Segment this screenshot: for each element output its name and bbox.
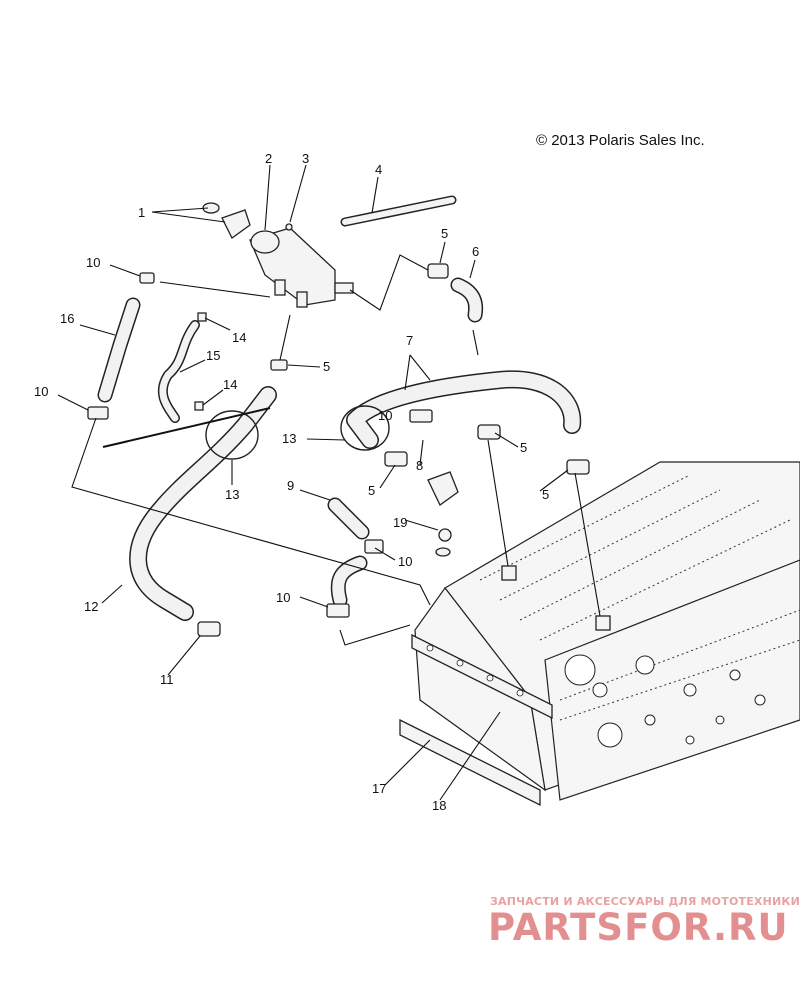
callout-13a: 13 [282, 431, 296, 446]
part-1-cap [202, 202, 251, 239]
callout-5c: 5 [520, 440, 527, 455]
hose-7 [346, 370, 582, 449]
tunnel-assembly [399, 461, 800, 807]
leader-lines [57, 164, 601, 801]
callout-6: 6 [472, 244, 479, 259]
tunnel-neck-left [501, 565, 517, 581]
part-19-thermostat [435, 528, 452, 557]
callout-2: 2 [265, 151, 272, 166]
callout-17: 17 [372, 781, 386, 796]
callout-10d: 10 [276, 590, 290, 605]
callout-18: 18 [432, 798, 446, 813]
watermark-brand: PARTSFOR.RU [488, 906, 789, 949]
callout-labels: 1 2 3 4 5 5 5 5 5 6 7 8 9 10 10 10 10 10… [34, 151, 549, 813]
callout-19: 19 [393, 515, 407, 530]
callout-13b: 13 [225, 487, 239, 502]
hose-15 [157, 320, 200, 423]
part-14-plug-upper [197, 312, 207, 322]
callout-12: 12 [84, 599, 98, 614]
callout-10b: 10 [34, 384, 48, 399]
callout-4: 4 [375, 162, 382, 177]
part-2-reservoir [249, 227, 354, 308]
callout-14b: 14 [223, 377, 237, 392]
tunnel-neck-right [595, 615, 611, 631]
part-8-housing [427, 471, 459, 506]
callout-11: 11 [160, 672, 174, 687]
tunnel-holes [564, 654, 766, 748]
callout-1: 1 [138, 205, 145, 220]
callout-14a: 14 [232, 330, 246, 345]
hose-16 [97, 297, 141, 403]
part-14-plug [194, 401, 204, 411]
hose-12 [129, 386, 277, 621]
hose-6 [450, 277, 484, 323]
watermark-subtitle: ЗАПЧАСТИ И АКСЕССУАРЫ ДЛЯ МОТОТЕХНИКИ [490, 895, 800, 908]
callout-15: 15 [206, 348, 220, 363]
callout-8: 8 [416, 458, 423, 473]
part-3-screw [285, 223, 293, 231]
callout-10c: 10 [398, 554, 412, 569]
callout-5a: 5 [441, 226, 448, 241]
part-13-seals [205, 405, 390, 460]
tunnel-front [414, 586, 546, 792]
part-18-rail [411, 633, 553, 720]
callout-5d: 5 [542, 487, 549, 502]
callout-5b: 5 [323, 359, 330, 374]
copyright-notice: © 2013 Polaris Sales Inc. [536, 132, 705, 149]
callout-10e: 10 [378, 408, 392, 423]
callout-3: 3 [302, 151, 309, 166]
callout-9: 9 [287, 478, 294, 493]
tube-4 [340, 195, 457, 227]
part-17-bracket [399, 718, 541, 807]
clamps [87, 263, 590, 637]
callout-7: 7 [406, 333, 413, 348]
callout-16: 16 [60, 311, 74, 326]
callout-5e: 5 [368, 483, 375, 498]
hose-9 [327, 497, 370, 608]
callout-10a: 10 [86, 255, 100, 270]
